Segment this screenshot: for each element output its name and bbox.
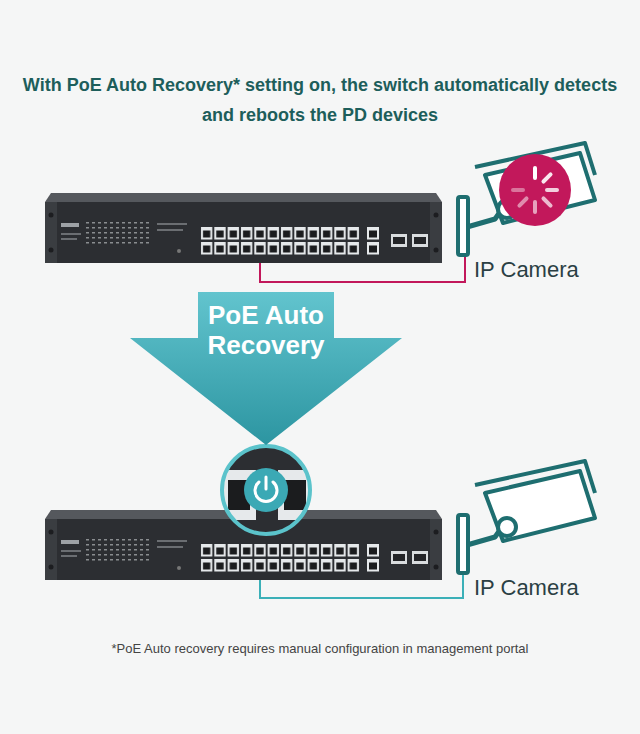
ip-camera-icon	[458, 143, 595, 255]
port-magnifier	[222, 446, 312, 534]
arrow-fill	[130, 292, 402, 445]
heading: With PoE Auto Recovery* setting on, the …	[20, 70, 620, 130]
device-label: IP Camera	[474, 575, 579, 601]
device-label: IP Camera	[474, 257, 579, 283]
reboot-spinner	[499, 154, 571, 226]
footnote: *PoE Auto recovery requires manual confi…	[10, 641, 630, 656]
arrow-label: PoE Auto Recovery	[207, 300, 324, 360]
recovery-arrow: PoE Auto Recovery	[130, 292, 402, 445]
ip-camera-icon	[458, 461, 595, 573]
poe-switch	[45, 193, 442, 263]
